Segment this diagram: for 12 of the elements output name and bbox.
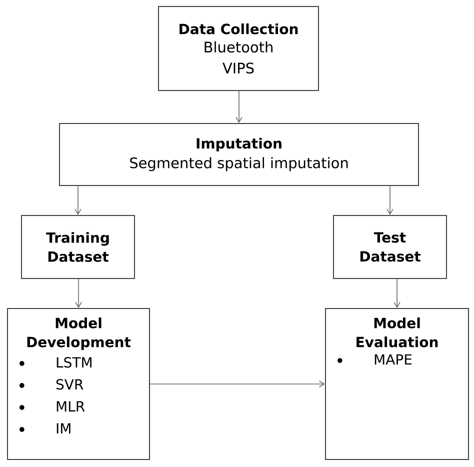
process-box: Imputation Segmented spatial imputation bbox=[59, 123, 419, 186]
process-box: Model Development LSTM SVR MLR IM bbox=[7, 308, 150, 460]
arrow bbox=[394, 278, 400, 308]
process-box: Model Evaluation MAPE bbox=[325, 308, 469, 460]
arrow bbox=[386, 186, 394, 215]
arrow bbox=[236, 90, 242, 123]
process-box: Test Dataset bbox=[333, 215, 447, 279]
process-box: Data Collection Bluetooth VIPS bbox=[158, 6, 319, 91]
arrow bbox=[75, 278, 82, 308]
arrow bbox=[74, 186, 82, 215]
process-box: Training Dataset bbox=[21, 215, 135, 279]
arrow bbox=[150, 380, 325, 388]
